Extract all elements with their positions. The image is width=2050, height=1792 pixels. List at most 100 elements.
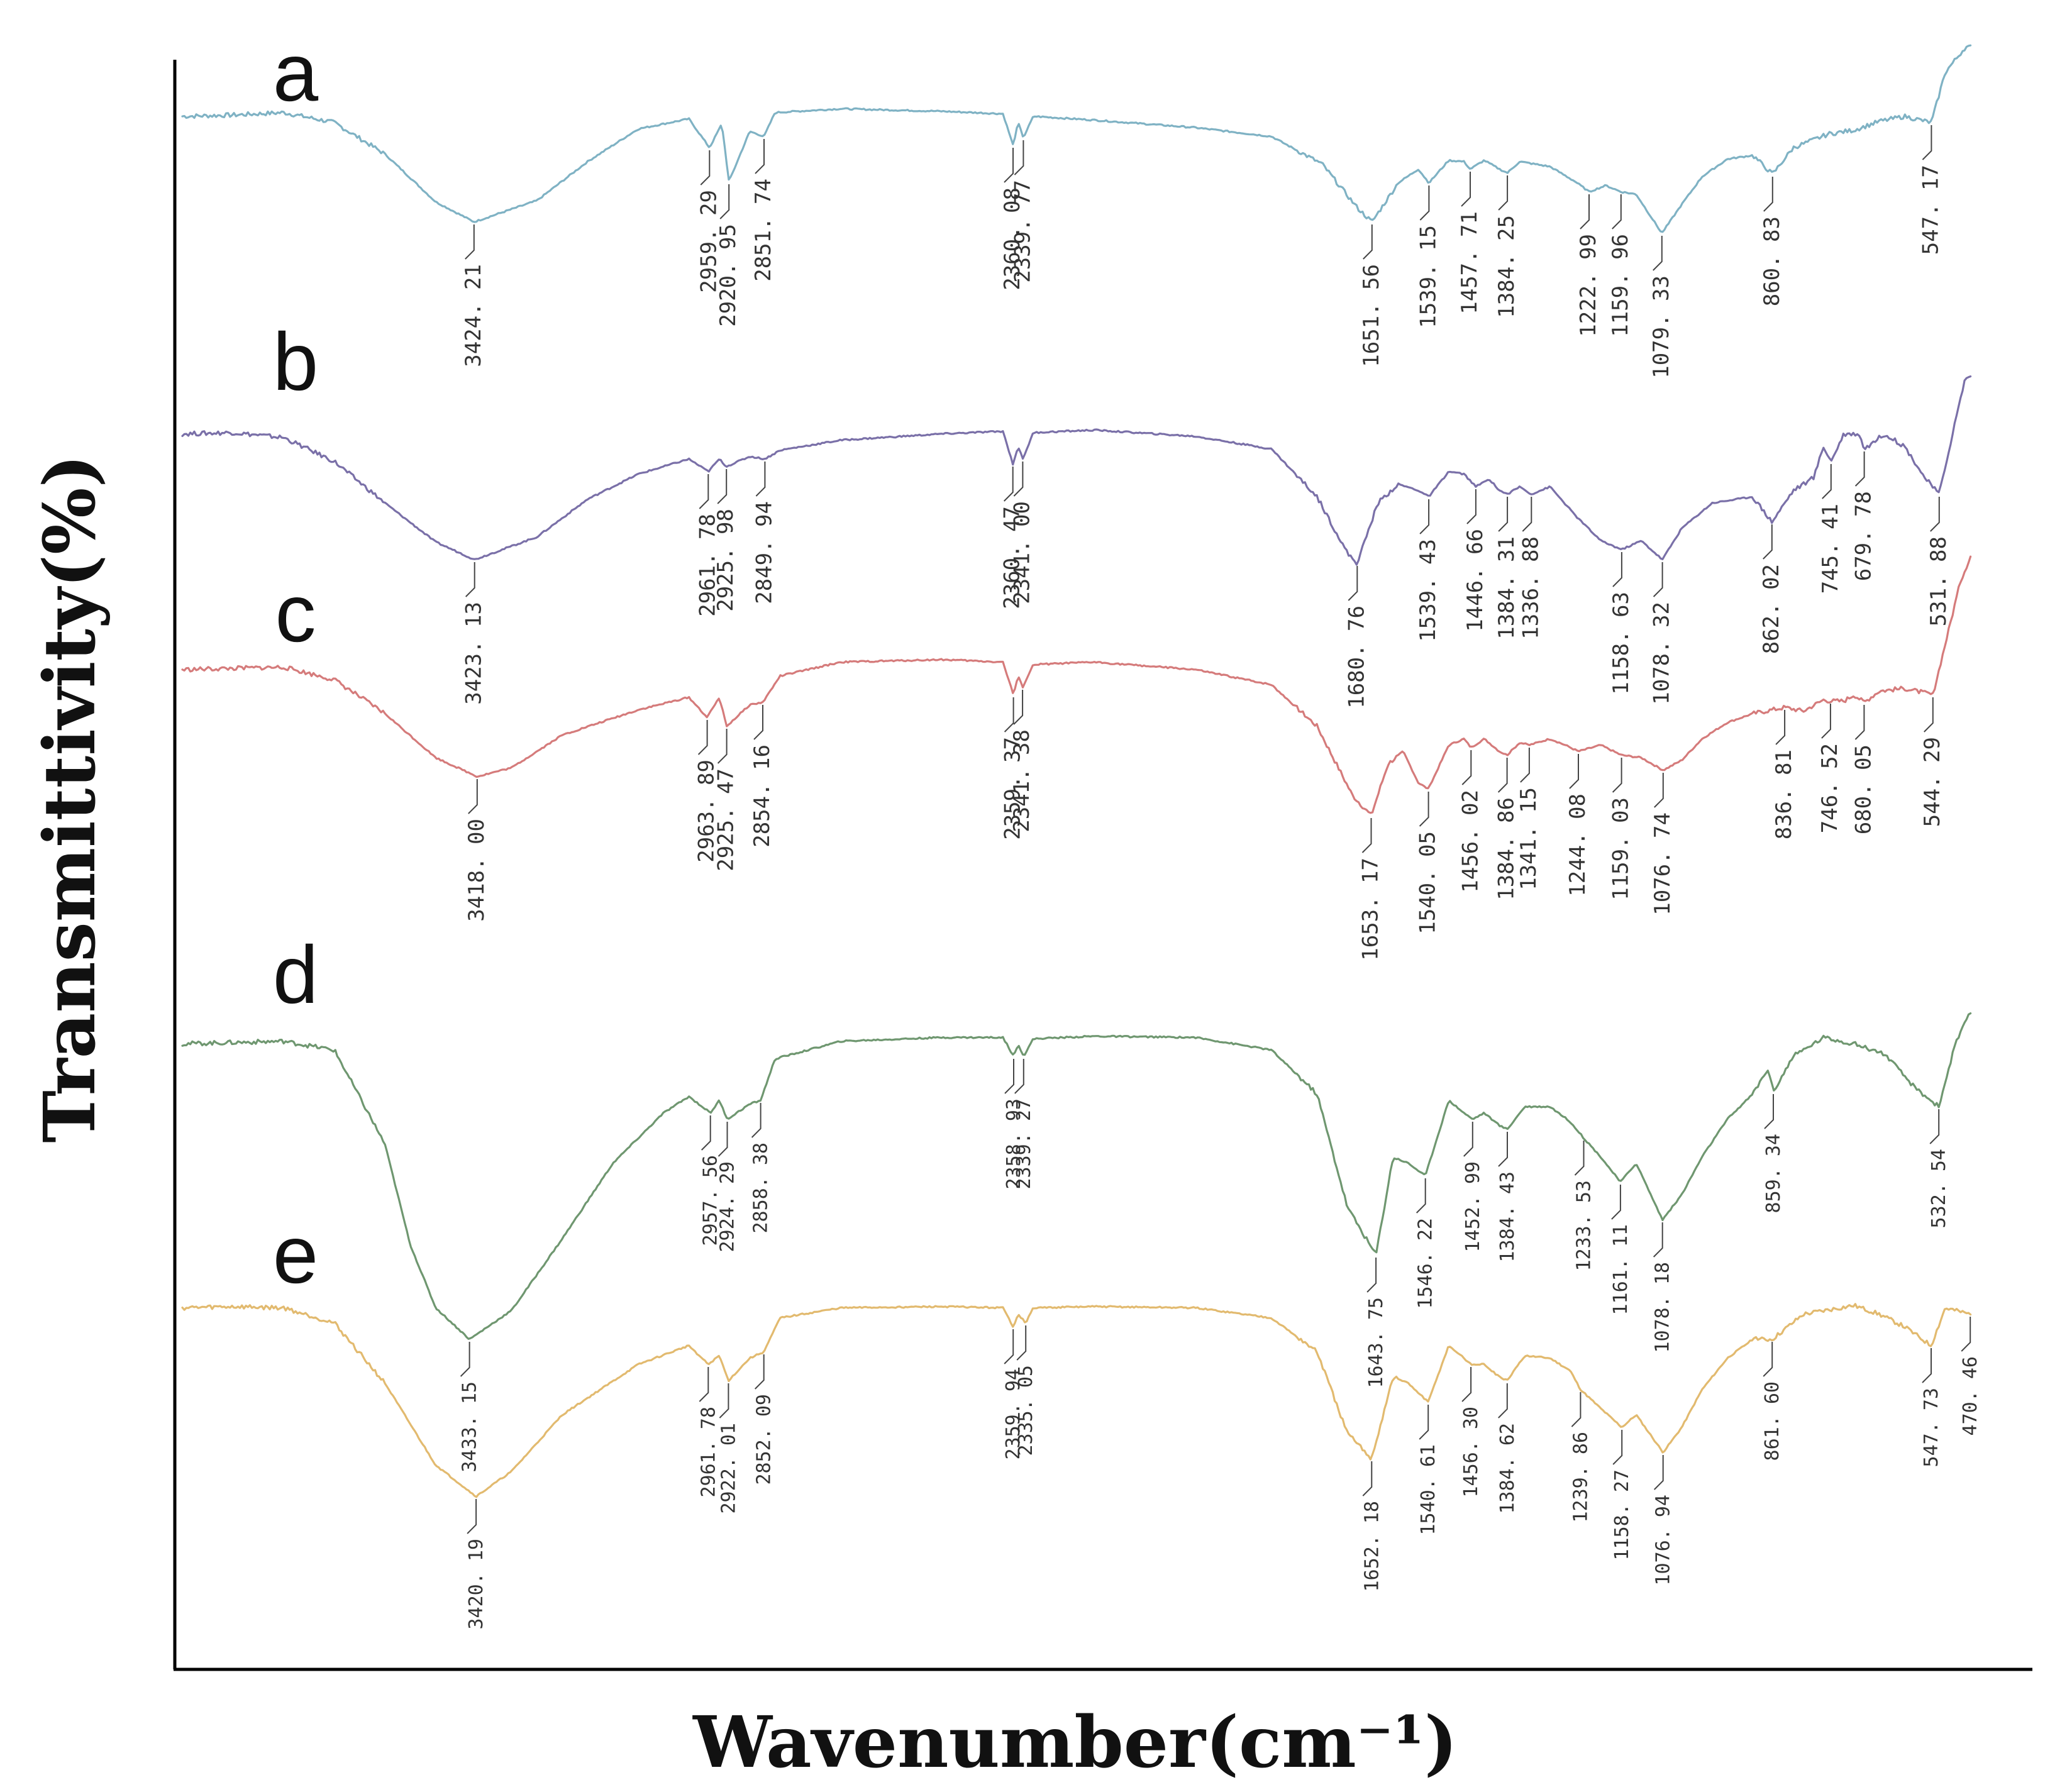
peak-label-a-9: 1384. 25 [1494,215,1519,318]
peak-label-c-11: 1244. 08 [1565,794,1590,897]
peak-label-e-15: 470. 46 [1959,1356,1981,1435]
peak-leader-e-4 [1004,1329,1014,1364]
peak-label-b-5: 2341. 00 [1009,501,1034,604]
peak-leader-b-6 [1348,566,1358,601]
peak-label-d-3: 2858. 38 [750,1142,772,1234]
peak-leader-c-11 [1569,754,1579,789]
peak-label-e-13: 861. 60 [1761,1381,1783,1461]
peak-label-c-4: 2359. 37 [1000,737,1026,840]
peak-leader-e-11 [1612,1430,1623,1465]
peak-leader-d-10 [1574,1141,1585,1176]
peak-label-a-11: 1159. 96 [1608,234,1633,337]
peak-label-b-14: 745. 41 [1818,504,1843,594]
peak-leader-b-16 [1930,497,1940,532]
peak-label-a-10: 1222. 99 [1576,234,1601,337]
x-axis-title: Wavenumber(cm⁻¹) [692,1701,1458,1784]
peak-leader-b-1 [699,474,709,509]
peak-leader-b-3 [755,462,766,497]
peak-label-d-12: 1078. 18 [1652,1262,1674,1353]
peak-label-d-7: 1546. 22 [1415,1218,1437,1309]
peak-leader-e-13 [1763,1342,1773,1377]
series-letter-e: e [273,1208,318,1300]
peak-label-e-8: 1456. 30 [1460,1407,1482,1498]
peak-leader-e-8 [1461,1367,1472,1402]
peak-label-c-8: 1456. 02 [1458,790,1483,893]
spectrum-line-a [181,44,1972,233]
peak-label-a-6: 1651. 56 [1359,264,1384,367]
peak-label-e-10: 1239. 86 [1570,1432,1592,1523]
peak-label-e-12: 1076. 94 [1653,1495,1675,1586]
peak-leader-c-10 [1520,748,1530,783]
peak-label-d-14: 532. 54 [1928,1149,1950,1228]
peak-leader-a-8 [1461,172,1471,207]
peak-leader-c-6 [1361,818,1372,853]
peak-leader-d-7 [1416,1178,1426,1214]
peak-label-b-3: 2849. 94 [751,501,777,604]
peak-label-a-12: 1079. 33 [1649,275,1674,379]
peak-label-b-16: 531. 88 [1926,536,1951,626]
peak-leader-c-8 [1461,750,1472,785]
peak-label-c-1: 2963. 89 [694,760,719,863]
peak-leader-e-0 [467,1499,477,1534]
spectrum-line-e [181,1303,1972,1498]
peak-label-c-2: 2925. 47 [714,768,739,871]
peak-leader-b-9 [1498,497,1509,532]
peak-leader-c-15 [1821,704,1831,739]
peak-leader-d-11 [1611,1185,1621,1220]
peak-leader-d-4 [1004,1059,1014,1094]
peak-label-b-1: 2961. 78 [695,514,720,617]
peak-leader-b-7 [1419,499,1430,534]
peak-label-c-15: 746. 52 [1817,743,1842,833]
series-letter-c: c [275,567,316,659]
peak-label-a-0: 3424. 21 [461,264,486,367]
peak-leader-c-7 [1419,792,1429,827]
peak-leader-a-1 [700,150,711,185]
peak-leader-a-2 [719,184,730,219]
peak-label-b-13: 862. 02 [1759,564,1784,654]
peak-leader-c-9 [1497,758,1508,793]
peak-leader-b-12 [1653,562,1663,597]
peak-label-b-10: 1336. 88 [1518,536,1543,639]
peak-leader-d-2 [718,1122,728,1157]
peak-leader-a-3 [755,139,765,174]
peak-label-c-5: 2341. 38 [1009,729,1034,832]
peak-leader-e-1 [699,1367,709,1402]
series-letter-b: b [273,316,318,407]
spectrum-line-c [181,555,1972,814]
peak-leader-b-0 [465,562,475,597]
peak-leader-e-7 [1419,1405,1429,1440]
peak-leader-b-15 [1854,451,1865,487]
peak-label-b-8: 1446. 66 [1463,529,1488,632]
peak-label-d-4: 2358. 93 [1003,1098,1025,1190]
peak-label-d-5: 2339. 27 [1013,1098,1035,1190]
peak-label-b-11: 1158. 63 [1609,592,1634,695]
peak-leader-b-4 [1003,467,1014,502]
peak-label-d-2: 2924. 29 [717,1161,739,1253]
peak-leader-c-16 [1854,705,1865,740]
peak-label-c-7: 1540. 05 [1416,831,1441,934]
peak-label-c-3: 2854. 16 [750,744,775,848]
series-letter-d: d [273,929,318,1020]
peak-leader-e-14 [1922,1348,1932,1383]
peak-leader-c-14 [1775,710,1786,745]
peak-leader-c-13 [1654,773,1664,808]
peak-label-e-4: 2359. 94 [1002,1369,1024,1460]
peak-leader-e-10 [1571,1392,1582,1427]
peak-leader-a-6 [1363,224,1373,260]
peak-leader-d-14 [1929,1109,1940,1144]
peak-label-a-3: 2851. 74 [751,179,776,282]
peak-label-d-11: 1161. 11 [1610,1224,1632,1315]
peak-label-e-9: 1384. 62 [1497,1423,1519,1514]
peak-leader-b-8 [1466,489,1477,524]
peak-leader-d-0 [460,1342,470,1377]
spectrum-line-d [181,1012,1972,1340]
peak-leader-a-7 [1419,185,1430,221]
peak-label-e-1: 2961. 78 [697,1407,719,1498]
peak-label-b-0: 3423. 13 [462,602,487,705]
